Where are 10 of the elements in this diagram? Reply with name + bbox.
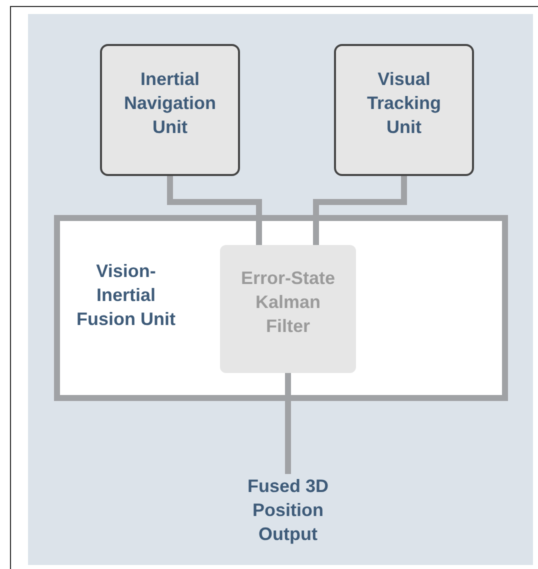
- connector-line: [285, 373, 291, 474]
- node-label: Error-State Kalman Filter: [240, 267, 336, 338]
- unit-box: [100, 44, 240, 176]
- filter-box: [220, 245, 356, 373]
- group-label: Vision-Inertial Fusion Unit: [76, 260, 176, 331]
- node-label: Inertial Navigation Unit: [122, 68, 217, 139]
- node-label: Visual Tracking Unit: [366, 68, 442, 139]
- output-label: Fused 3D Position Output: [223, 474, 353, 548]
- unit-box: [334, 44, 474, 176]
- fusion-unit-frame: [54, 215, 508, 401]
